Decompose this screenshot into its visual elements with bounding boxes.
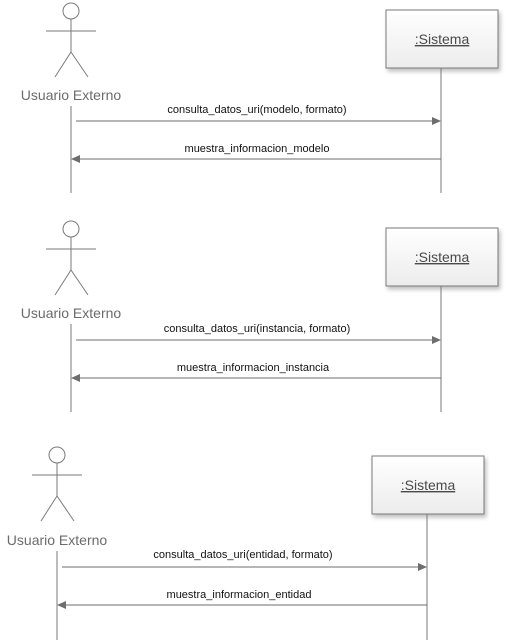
request-message-label: consulta_datos_uri(entidad, formato) <box>153 549 332 561</box>
system-label: :Sistema <box>415 249 470 265</box>
request-message-label: consulta_datos_uri(modelo, formato) <box>167 104 346 116</box>
system-label: :Sistema <box>401 477 456 493</box>
request-arrow <box>62 563 427 571</box>
actor-figure <box>32 446 82 522</box>
system-object: :Sistema <box>371 455 485 515</box>
request-arrow <box>76 336 441 344</box>
actor-figure <box>46 220 96 296</box>
response-message-label: muestra_informacion_instancia <box>177 362 330 374</box>
response-message-label: muestra_informacion_modelo <box>185 143 330 155</box>
response-arrow <box>71 374 441 382</box>
response-message-label: muestra_informacion_entidad <box>167 589 312 601</box>
actor-label: Usuario Externo <box>21 305 122 321</box>
system-object: :Sistema <box>385 227 499 287</box>
system-label: :Sistema <box>415 31 470 47</box>
sequence-diagram-3: Usuario Externo :Sistema consulta_datos_… <box>7 446 485 640</box>
response-arrow <box>57 601 427 609</box>
actor-label: Usuario Externo <box>21 87 122 103</box>
sequence-diagram-2: Usuario Externo :Sistema consulta_datos_… <box>21 220 499 412</box>
system-object: :Sistema <box>385 9 499 69</box>
request-arrow <box>76 117 441 125</box>
sequence-diagram-1: Usuario Externo :Sistema consulta_datos_… <box>21 2 499 193</box>
actor-label: Usuario Externo <box>7 532 108 548</box>
actor-figure <box>46 2 96 78</box>
response-arrow <box>71 155 441 163</box>
request-message-label: consulta_datos_uri(instancia, formato) <box>164 323 350 335</box>
